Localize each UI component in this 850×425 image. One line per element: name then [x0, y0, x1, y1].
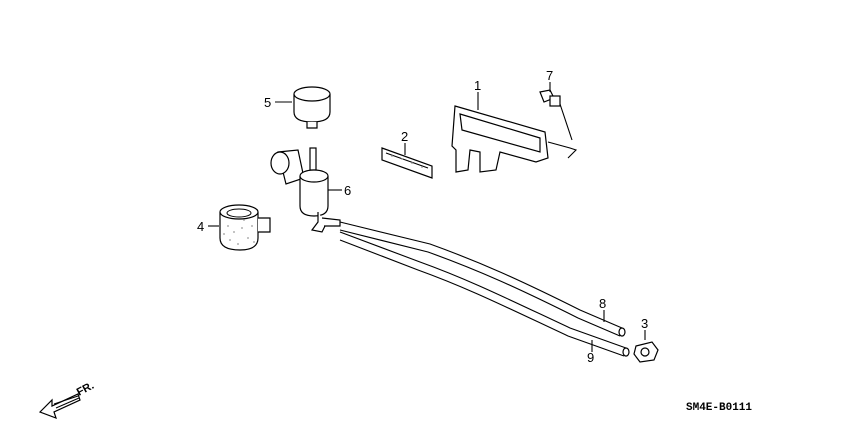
direction-label: FR.: [75, 380, 96, 399]
bolt-part: [539, 82, 573, 141]
callout-8: 8: [599, 296, 606, 311]
callout-9: 9: [587, 350, 594, 365]
pad-part: [381, 143, 433, 179]
clip-part: [633, 330, 659, 363]
callout-1: 1: [474, 78, 481, 93]
tube-lower-part: [339, 231, 630, 357]
callout-6: 6: [344, 183, 351, 198]
cap-part: [275, 86, 331, 129]
callout-2: 2: [401, 129, 408, 144]
callout-7: 7: [546, 68, 553, 83]
bracket-part: [451, 92, 578, 173]
front-direction-arrow-icon: [38, 393, 81, 420]
callout-5: 5: [264, 95, 271, 110]
callout-3: 3: [641, 316, 648, 331]
tube-upper-part: [339, 221, 626, 337]
washer-motor-part: [270, 147, 342, 233]
cushion-part: [208, 204, 271, 251]
callout-4: 4: [197, 219, 204, 234]
diagram-code: SM4E-B0111: [686, 402, 752, 414]
